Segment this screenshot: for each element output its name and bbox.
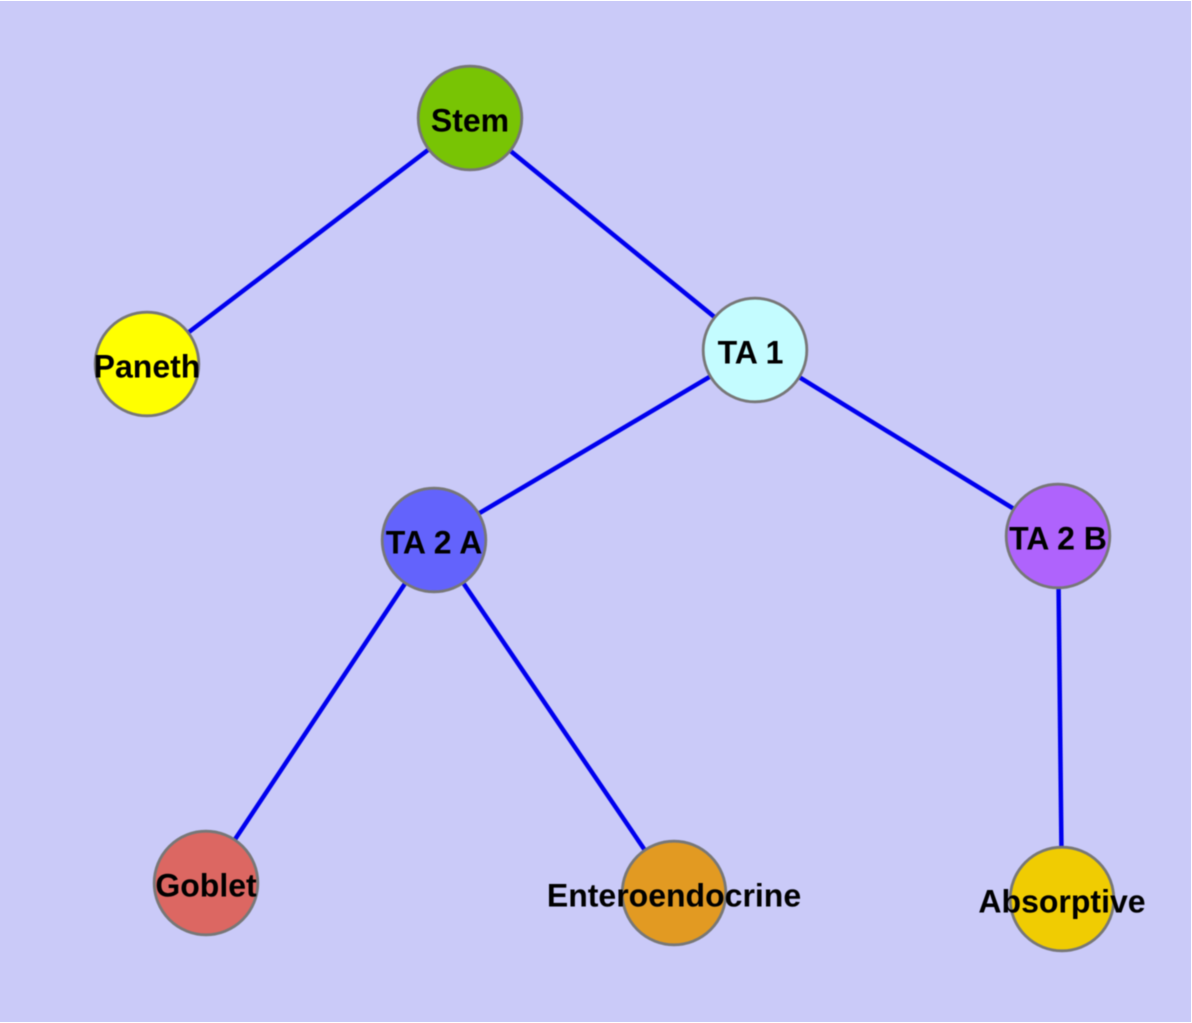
svg-text:Enteroendocrine: Enteroendocrine	[547, 878, 801, 914]
svg-text:TA 1: TA 1	[718, 335, 784, 371]
svg-text:TA 2 A: TA 2 A	[386, 525, 483, 561]
svg-text:Absorptive: Absorptive	[978, 884, 1145, 920]
svg-text:Paneth: Paneth	[94, 349, 201, 385]
svg-text:Goblet: Goblet	[155, 868, 257, 904]
svg-text:TA 2 B: TA 2 B	[1009, 521, 1107, 557]
svg-text:Stem: Stem	[431, 103, 509, 139]
